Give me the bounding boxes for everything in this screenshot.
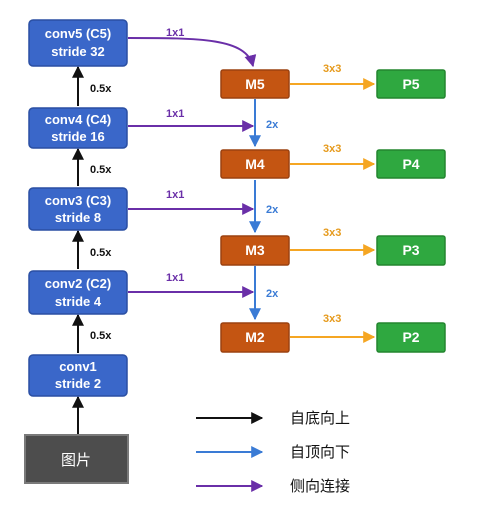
- backbone-box-c4: conv4 (C4) stride 16: [28, 107, 128, 149]
- pyramid-node-p3: P3: [376, 235, 446, 266]
- upsample-label-m3-m2: 2x: [266, 288, 279, 300]
- merge-node-m4: M4: [220, 149, 290, 179]
- backbone-box-c5: conv5 (C5) stride 32: [28, 19, 128, 67]
- smooth-label-p2: 3x3: [323, 313, 341, 325]
- legend-item-lateral: 侧向连接: [196, 477, 350, 495]
- merge-node-m5: M5: [220, 69, 290, 99]
- lateral-label-c2: 1x1: [166, 272, 184, 284]
- downsample-label-c1-c2: 0.5x: [90, 330, 112, 342]
- c3-line1: conv3 (C3): [45, 193, 111, 208]
- legend: 自底向上 自顶向下 侧向连接: [196, 409, 350, 495]
- upsample-label-m4-m3: 2x: [266, 204, 279, 216]
- lateral-label-c4: 1x1: [166, 108, 184, 120]
- backbone-box-c3: conv3 (C3) stride 8: [28, 187, 128, 231]
- upsample-label-m5-m4: 2x: [266, 119, 279, 131]
- c1-line2: stride 2: [55, 376, 101, 391]
- legend-label-top-down: 自顶向下: [290, 443, 350, 461]
- m2-label: M2: [245, 329, 265, 345]
- c4-line1: conv4 (C4): [45, 112, 111, 127]
- downsample-label-c4-c5: 0.5x: [90, 83, 112, 95]
- lateral-label-c3: 1x1: [166, 189, 184, 201]
- lateral-arrow-c5-to-m5: [127, 37, 257, 68]
- p3-label: P3: [402, 242, 419, 258]
- p5-label: P5: [402, 76, 419, 92]
- p2-label: P2: [402, 329, 419, 345]
- backbone-box-c2: conv2 (C2) stride 4: [28, 270, 128, 315]
- legend-label-bottom-up: 自底向上: [290, 409, 350, 427]
- legend-item-bottom-up: 自底向上: [196, 409, 350, 427]
- backbone-box-c1: conv1 stride 2: [28, 354, 128, 397]
- c5-line2: stride 32: [51, 44, 104, 59]
- legend-label-lateral: 侧向连接: [290, 477, 350, 495]
- merge-node-m3: M3: [220, 235, 290, 266]
- legend-item-top-down: 自顶向下: [196, 443, 350, 461]
- smooth-label-p3: 3x3: [323, 227, 341, 239]
- c3-line2: stride 8: [55, 210, 101, 225]
- smooth-label-p5: 3x3: [323, 63, 341, 75]
- m4-label: M4: [245, 156, 265, 172]
- lateral-label-c5: 1x1: [166, 27, 184, 39]
- c4-line2: stride 16: [51, 129, 104, 144]
- image-box-label: 图片: [61, 451, 91, 469]
- pyramid-node-p2: P2: [376, 322, 446, 353]
- pyramid-node-p4: P4: [376, 149, 446, 179]
- c5-line1: conv5 (C5): [45, 26, 111, 41]
- downsample-label-c3-c4: 0.5x: [90, 164, 112, 176]
- downsample-label-c2-c3: 0.5x: [90, 247, 112, 259]
- c2-line2: stride 4: [55, 294, 102, 309]
- m3-label: M3: [245, 242, 265, 258]
- smooth-label-p4: 3x3: [323, 143, 341, 155]
- merge-node-m2: M2: [220, 322, 290, 353]
- c2-line1: conv2 (C2): [45, 276, 111, 291]
- pyramid-node-p5: P5: [376, 69, 446, 99]
- image-box: 图片: [24, 434, 129, 484]
- m5-label: M5: [245, 76, 265, 92]
- c1-line1: conv1: [59, 359, 97, 374]
- p4-label: P4: [402, 156, 419, 172]
